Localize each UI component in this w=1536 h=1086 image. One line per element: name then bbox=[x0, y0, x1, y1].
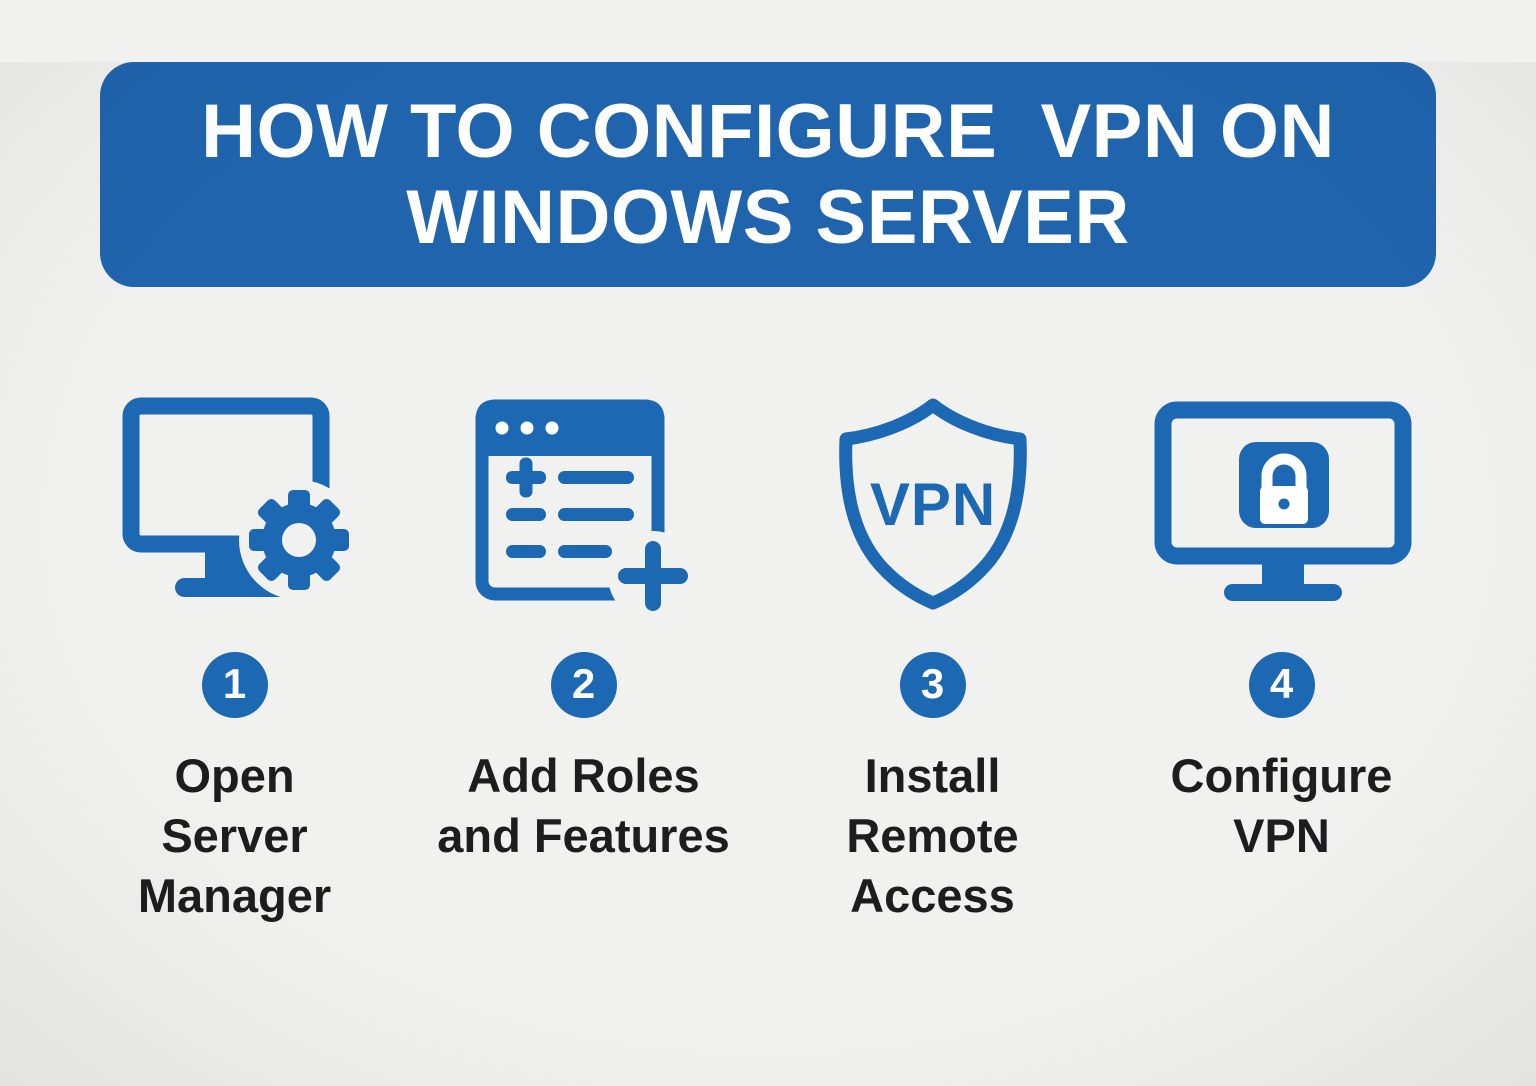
steps-row: 1 Open Server Manager bbox=[0, 387, 1536, 926]
step-1-icon-box bbox=[117, 387, 352, 622]
monitor-gear-icon bbox=[122, 397, 352, 600]
window-roles-plus-icon bbox=[475, 399, 698, 616]
step-2: 2 Add Roles and Features bbox=[409, 387, 758, 926]
vpn-shield-icon: VPN bbox=[838, 398, 1027, 609]
step-label: Configure VPN bbox=[1170, 749, 1393, 862]
lock-keyhole bbox=[1278, 498, 1289, 509]
step-3-icon-box: VPN bbox=[818, 387, 1048, 622]
step-label: Add Roles and Features bbox=[437, 749, 730, 862]
title-banner: HOW TO CONFIGURE VPN ON WINDOWS SERVER bbox=[100, 62, 1436, 287]
step-number-badge: 4 bbox=[1248, 652, 1315, 718]
title-line-2: WINDOWS SERVER bbox=[406, 174, 1130, 260]
step-number-badge: 3 bbox=[899, 652, 966, 718]
step-label: Open Server Manager bbox=[137, 749, 332, 922]
monitor-lock-icon bbox=[1154, 401, 1411, 601]
step-label: Install Remote Access bbox=[846, 749, 1019, 922]
step-1: 1 Open Server Manager bbox=[60, 387, 409, 926]
vpn-shield-label: VPN bbox=[869, 471, 995, 538]
title-line-1: HOW TO CONFIGURE VPN ON bbox=[201, 88, 1335, 174]
step-3: VPN 3 Install Remote Access bbox=[758, 387, 1107, 926]
step-2-icon-box bbox=[466, 387, 701, 622]
step-number-badge: 1 bbox=[201, 652, 268, 718]
step-4: 4 Configure VPN bbox=[1107, 387, 1456, 926]
infographic: HOW TO CONFIGURE VPN ON WINDOWS SERVER bbox=[0, 62, 1536, 926]
lock-shackle bbox=[1261, 453, 1306, 488]
step-4-icon-box bbox=[1142, 387, 1422, 622]
step-number-badge: 2 bbox=[550, 652, 617, 718]
